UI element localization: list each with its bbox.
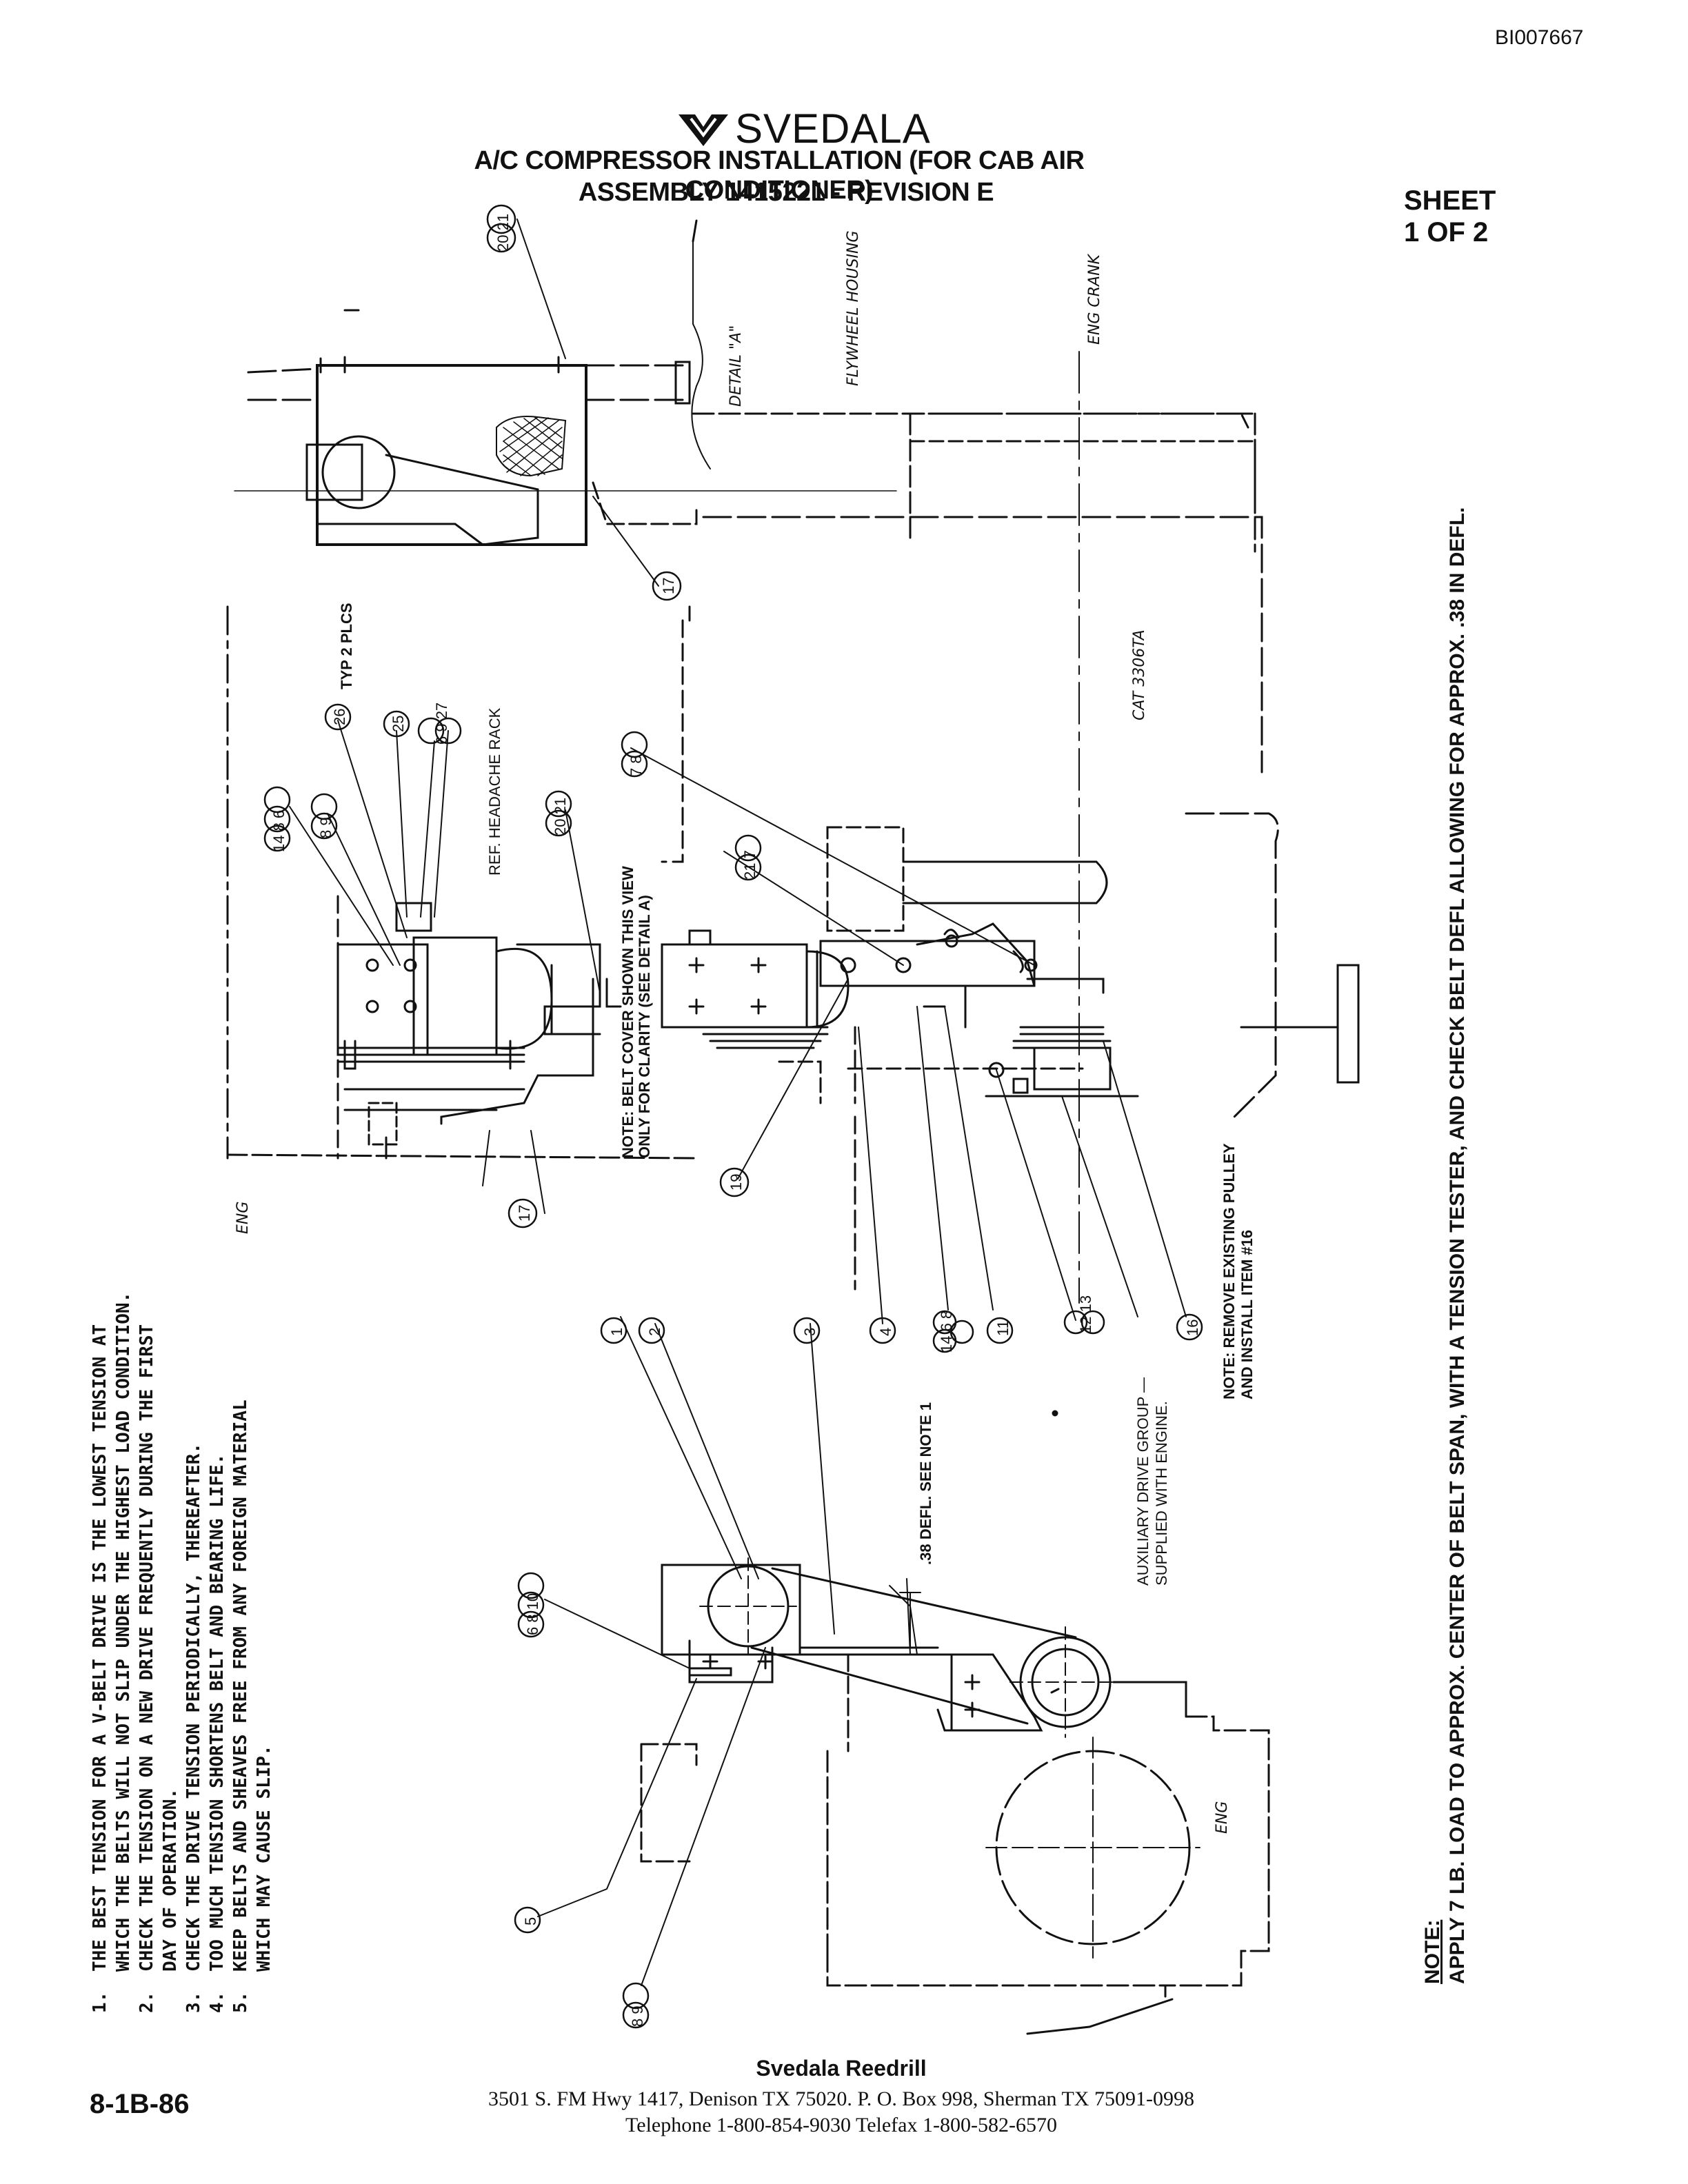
- balloon-25: 25: [390, 715, 407, 732]
- deflection-note-label: .38 DEFL. SEE NOTE 1: [917, 1402, 934, 1565]
- detail-a-label: DETAIL "A": [727, 325, 745, 407]
- balloon-5: 5: [522, 1917, 539, 1925]
- remove-pulley-note-line-1: NOTE: REMOVE EXISTING PULLEY: [1220, 1143, 1238, 1399]
- note-line: 1.THE BEST TENSION FOR A V-BELT DRIVE IS…: [90, 1324, 110, 2013]
- engine-model-label: CAT 3306TA: [1131, 629, 1148, 720]
- company-address: 3501 S. FM Hwy 1417, Denison TX 75020. P…: [488, 2087, 1194, 2110]
- balloon-26: 26: [331, 708, 348, 725]
- balloon-14-6-8: 14 6 8: [938, 1310, 955, 1353]
- balloon-21-7: 21 7: [741, 850, 758, 880]
- belt-note-heading: NOTE:: [1421, 1919, 1444, 1984]
- sheet-number: 1 OF 2: [1404, 217, 1489, 247]
- balloon-7-8: 7 8: [627, 755, 645, 776]
- svedala-mark-icon: [679, 114, 728, 146]
- balloon-12-13: 12 13: [1077, 1295, 1094, 1333]
- detail-top-view: [247, 219, 1256, 553]
- belt-note-text: APPLY 7 LB. LOAD TO APPROX. CENTER OF BE…: [1446, 507, 1469, 1984]
- balloon-3: 3: [801, 1327, 818, 1336]
- engine-centerline-label-mid: ENG: [234, 1201, 252, 1234]
- engine-crank-centerline-label: ENG CRANK: [1086, 254, 1103, 345]
- engine-centerline-label-bottom: ENG: [1214, 1801, 1231, 1834]
- note-line: WHICH THE BELTS WILL NOT SLIP UNDER THE …: [113, 1291, 134, 1972]
- balloon-2: 2: [646, 1327, 663, 1336]
- headache-rack-label: REF. HEADACHE RACK: [486, 707, 503, 876]
- balloon-17-top: 17: [660, 577, 677, 594]
- aux-drive-label-line-1: AUXILIARY DRIVE GROUP —: [1134, 1377, 1152, 1586]
- flywheel-housing-label: FLYWHEEL HOUSING: [845, 230, 862, 386]
- belt-cover-note-line-1: NOTE: BELT COVER SHOWN THIS VIEW: [619, 866, 636, 1158]
- company-name: Svedala Reedrill: [756, 2056, 927, 2081]
- typ-2-plcs-label: TYP 2 PLCS: [338, 603, 355, 689]
- note-line: 2.CHECK THE TENSION ON A NEW DRIVE FREQU…: [137, 1324, 157, 2013]
- document-number: 8-1B-86: [90, 2089, 190, 2119]
- compressor-aux-drive-view: [661, 922, 1139, 1291]
- balloon-circles: [263, 204, 1203, 2029]
- note-line: 5.KEEP BELTS AND SHEAVES FREE FROM ANY F…: [230, 1399, 251, 2013]
- belt-tension-notes: 1.THE BEST TENSION FOR A V-BELT DRIVE IS…: [88, 1292, 276, 2013]
- balloon-1: 1: [608, 1327, 625, 1336]
- note-line: 4.TOO MUCH TENSION SHORTENS BELT AND BEA…: [207, 1453, 228, 2013]
- document-id: BI007667: [1495, 26, 1584, 49]
- balloon-20-21-mid: 20 21: [552, 797, 569, 836]
- balloon-8-9-mid: 8 9: [317, 817, 334, 838]
- balloon-11: 11: [994, 1320, 1012, 1336]
- balloon-19: 19: [727, 1173, 745, 1191]
- brand-name: SVEDALA: [735, 105, 931, 152]
- sheet-label: SHEET: [1404, 185, 1496, 216]
- balloon-6-8-10: 6 8 10: [524, 1593, 541, 1635]
- balloon-6-9-27: 6 9 27: [433, 702, 450, 745]
- title-line-1: A/C COMPRESSOR INSTALLATION (FOR CAB AIR…: [474, 146, 1085, 205]
- remove-pulley-note-line-2: AND INSTALL ITEM #16: [1238, 1229, 1256, 1399]
- balloon-17-mid: 17: [516, 1204, 533, 1222]
- belt-deflection-note: NOTE: APPLY 7 LB. LOAD TO APPROX. CENTER…: [1420, 507, 1470, 1984]
- leader-lines: [289, 219, 1187, 1986]
- balloon-20-21-top: 20 21: [494, 213, 512, 252]
- title-line-2: ASSEMBLY 1415221 - REVISION E: [578, 178, 994, 207]
- note-line: WHICH MAY CAUSE SLIP.: [254, 1745, 274, 1972]
- drawing-linework: [226, 204, 1360, 2035]
- aux-drive-label-line-2: SUPPLIED WITH ENGINE.: [1153, 1401, 1170, 1586]
- company-phone: Telephone 1-800-854-9030 Telefax 1-800-5…: [625, 2114, 1057, 2136]
- front-view-belt-drive: [640, 1410, 1270, 2035]
- balloon-16: 16: [1184, 1319, 1201, 1336]
- balloon-14-8-6: 14 8 6: [270, 809, 288, 852]
- belt-cover-note-line-2: ONLY FOR CLARITY (SEE DETAIL A): [636, 895, 653, 1158]
- sheet-indicator: SHEET 1 OF 2: [1404, 185, 1496, 248]
- note-line: DAY OF OPERATION.: [160, 1788, 181, 1972]
- balloon-4: 4: [877, 1327, 894, 1336]
- note-line: 3.CHECK THE DRIVE TENSION PERIODICALLY, …: [183, 1442, 204, 2013]
- balloon-8-9-bottom: 8 9: [629, 2005, 646, 2027]
- svedala-logo: SVEDALA: [676, 102, 930, 152]
- engine-outline: [661, 516, 1360, 1118]
- side-view-headache-rack: [226, 605, 698, 1160]
